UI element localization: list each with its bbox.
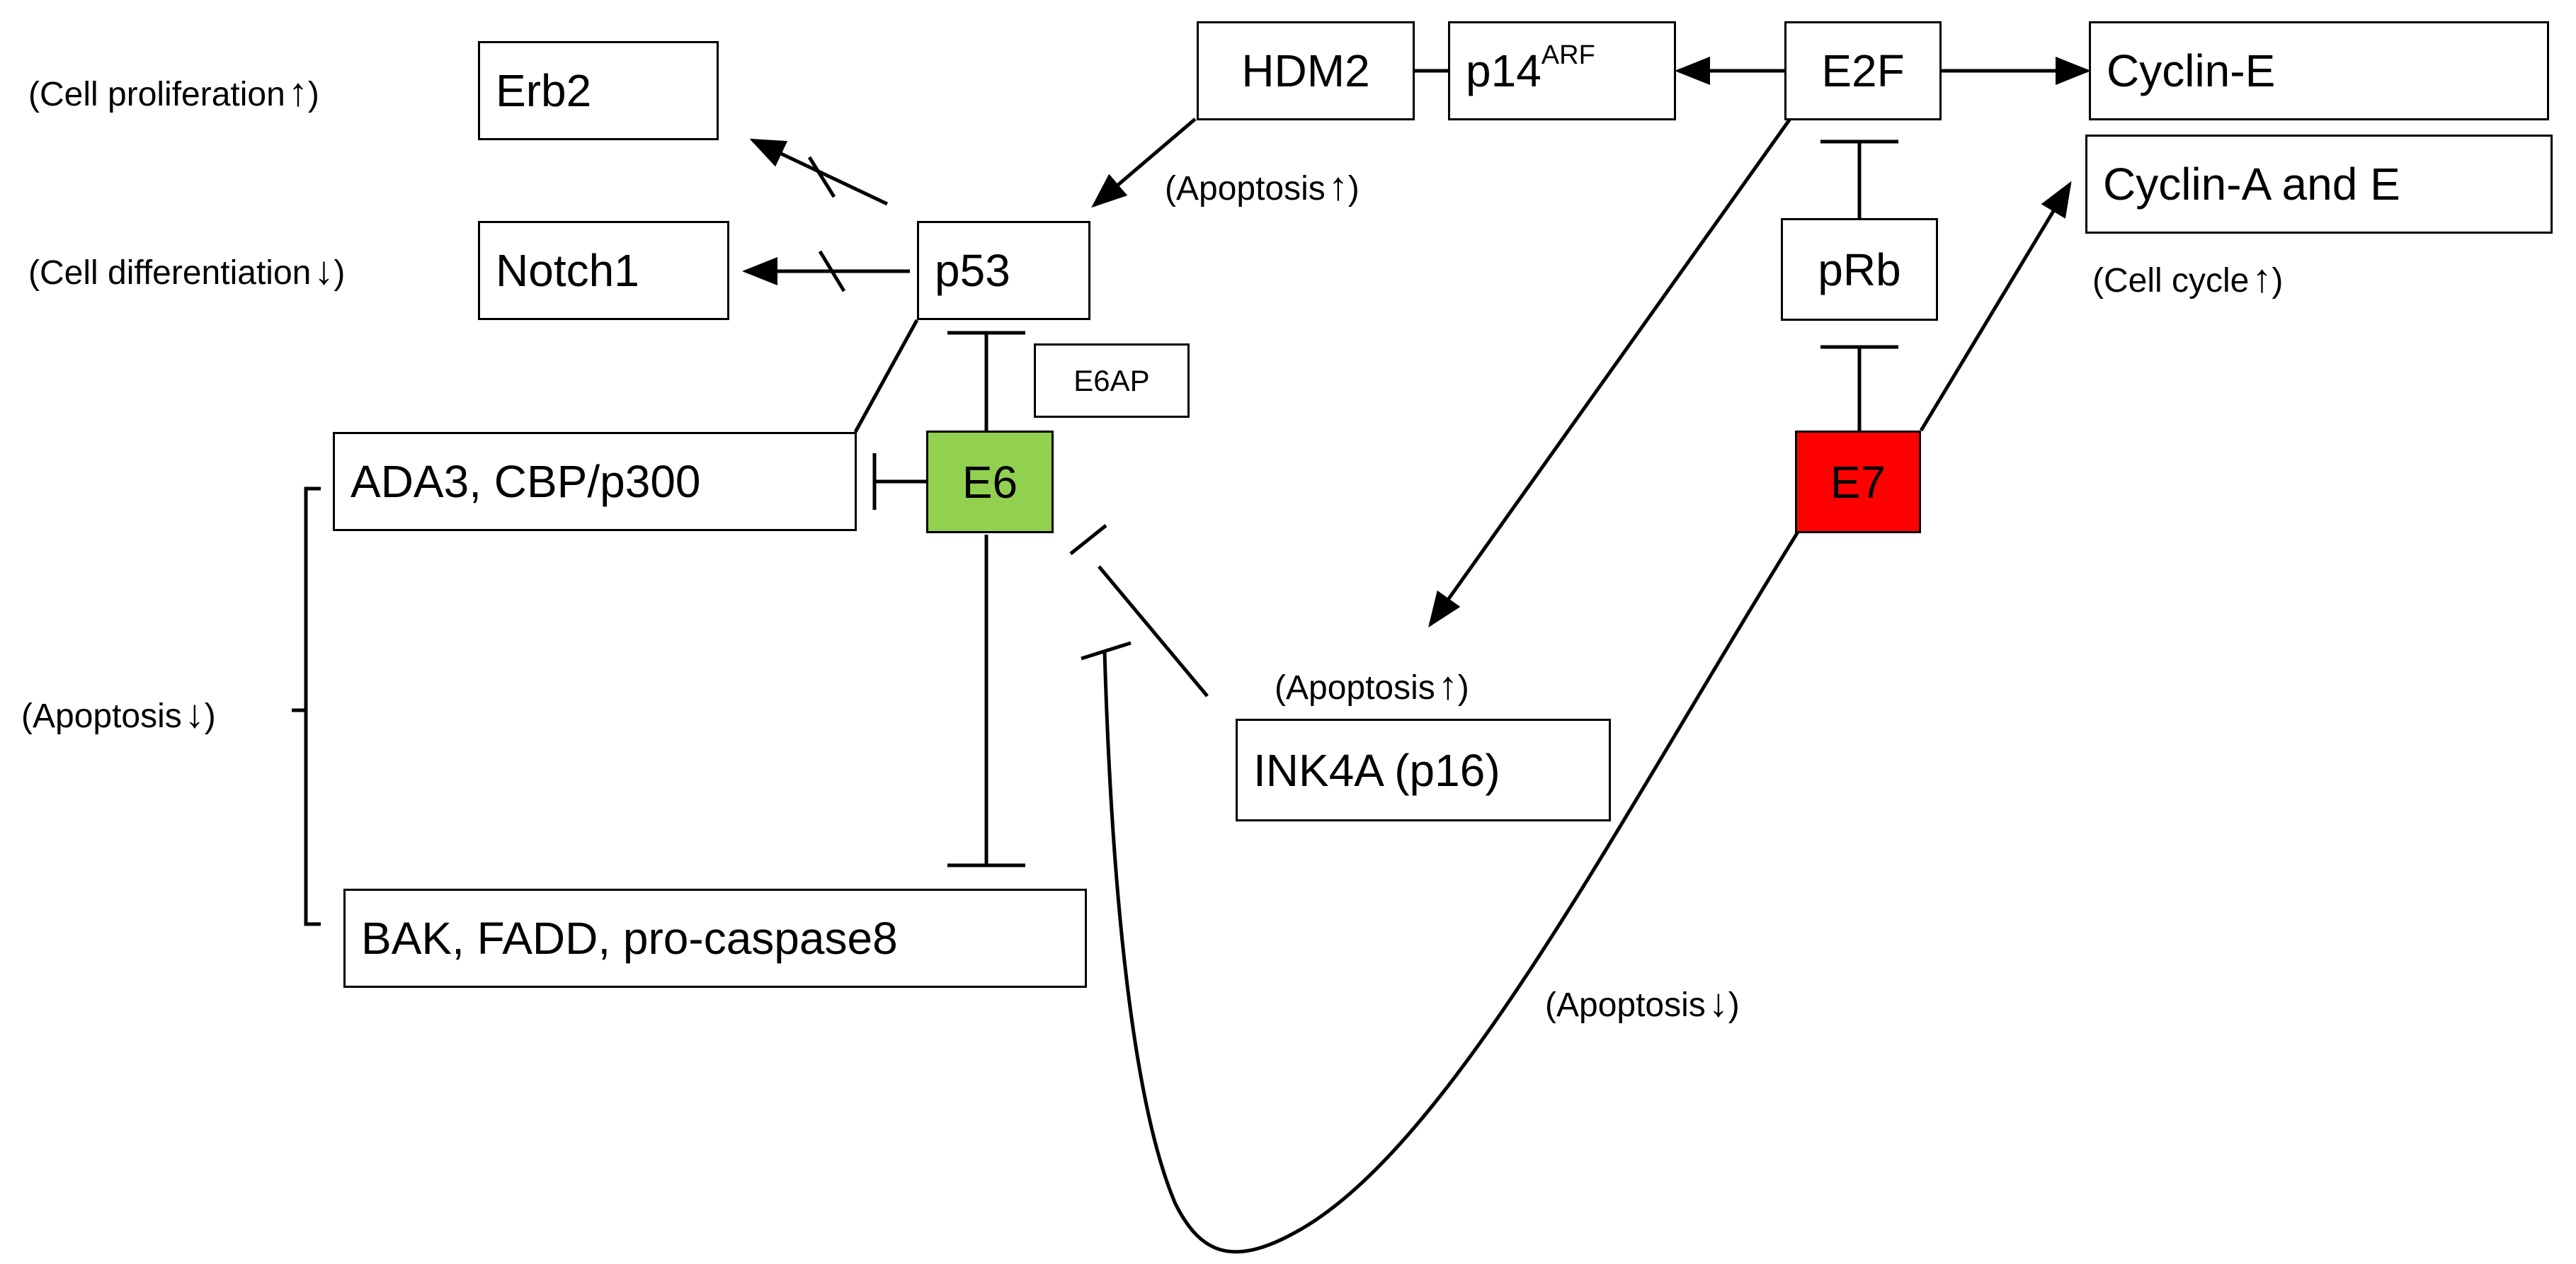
- edge-hdm2-p53: [1091, 118, 1197, 208]
- node-ink4a-label: INK4A (p16): [1253, 744, 1500, 796]
- up-arrow-icon: ↑: [2252, 256, 2272, 300]
- node-cyclin-ae-label: Cyclin-A and E: [2103, 159, 2400, 210]
- edge-e7-cyclin-ae: [1919, 181, 2072, 432]
- inhibit-bar-e7-e6: [1081, 641, 1132, 661]
- close-paren: ): [1347, 170, 1360, 207]
- close-paren: ): [204, 698, 216, 735]
- node-ink4a: INK4A (p16): [1236, 719, 1611, 821]
- note-apoptosis-e7: (Apoptosis↓): [1545, 983, 1740, 1023]
- note-apoptosis-ink4a: (Apoptosis↑): [1275, 666, 1469, 705]
- close-paren: ): [2272, 262, 2284, 300]
- inhibit-bar-ink4a-e6: [1069, 524, 1107, 555]
- down-arrow-icon: ↓: [314, 248, 334, 292]
- node-prb-label: pRb: [1818, 244, 1901, 295]
- node-e6: E6: [926, 431, 1054, 533]
- note-cell-cycle: (Cell cycle↑): [2092, 258, 2283, 298]
- close-paren: ): [1728, 986, 1740, 1024]
- node-e2f-label: E2F: [1821, 45, 1905, 96]
- node-hdm2-label: HDM2: [1241, 45, 1370, 96]
- node-e6-label: E6: [962, 456, 1018, 508]
- node-e6ap-label: E6AP: [1073, 363, 1150, 397]
- apoptosis-bracket: [304, 486, 321, 926]
- close-paren: ): [1457, 669, 1469, 707]
- node-prb: pRb: [1781, 218, 1938, 321]
- node-ada3-cbp-label: ADA3, CBP/p300: [351, 456, 701, 507]
- node-erb2-label: Erb2: [496, 65, 592, 116]
- down-arrow-icon: ↓: [1708, 980, 1728, 1025]
- note-apoptosis-ink4a-text: (Apoptosis: [1275, 669, 1435, 707]
- node-notch1: Notch1: [478, 221, 729, 320]
- note-cell-proliferation: (Cell proliferation↑): [28, 72, 319, 112]
- up-arrow-icon: ↑: [1437, 663, 1458, 707]
- down-arrow-icon: ↓: [184, 691, 205, 736]
- node-bak-fadd: BAK, FADD, pro-caspase8: [343, 889, 1087, 988]
- node-e7-label: E7: [1830, 456, 1886, 508]
- node-cyclin-e-label: Cyclin-E: [2107, 45, 2276, 96]
- node-p53-label: p53: [935, 245, 1010, 296]
- node-notch1-label: Notch1: [496, 245, 639, 296]
- node-hdm2: HDM2: [1197, 21, 1415, 120]
- node-ada3-cbp: ADA3, CBP/p300: [333, 432, 857, 531]
- note-apoptosis-left: (Apoptosis↓): [21, 694, 216, 734]
- note-cell-proliferation-text: (Cell proliferation: [28, 76, 285, 113]
- close-paren: ): [307, 76, 319, 113]
- note-cell-differentiation: (Cell differentiation↓): [28, 251, 345, 290]
- node-bak-fadd-label: BAK, FADD, pro-caspase8: [361, 913, 898, 964]
- node-e6ap: E6AP: [1034, 343, 1190, 418]
- edge-ink4a-e6: [1098, 565, 1209, 698]
- cross-mark-erb2: [807, 156, 836, 198]
- up-arrow-icon: ↑: [287, 69, 308, 114]
- note-apoptosis-left-text: (Apoptosis: [21, 698, 182, 735]
- note-cell-differentiation-text: (Cell differentiation: [28, 254, 312, 292]
- node-e2f: E2F: [1784, 21, 1942, 120]
- node-cyclin-ae: Cyclin-A and E: [2085, 135, 2553, 234]
- node-p14arf-superscript: ARF: [1541, 40, 1595, 70]
- edge-e7-e6-curve: [1102, 526, 1803, 1254]
- note-apoptosis-e7-text: (Apoptosis: [1545, 986, 1706, 1024]
- node-p14arf-label: p14: [1466, 45, 1541, 96]
- edge-p53-ada3: [853, 319, 919, 433]
- node-cyclin-e: Cyclin-E: [2089, 21, 2549, 120]
- edge-e2f-ink4a: [1428, 118, 1792, 628]
- note-apoptosis-hdm2: (Apoptosis↑): [1165, 166, 1360, 206]
- node-e7: E7: [1795, 431, 1921, 533]
- up-arrow-icon: ↑: [1328, 164, 1348, 208]
- node-erb2: Erb2: [478, 41, 719, 140]
- node-p53: p53: [917, 221, 1090, 320]
- note-cell-cycle-text: (Cell cycle: [2092, 262, 2250, 300]
- note-apoptosis-hdm2-text: (Apoptosis: [1165, 170, 1326, 207]
- close-paren: ): [334, 254, 346, 292]
- cross-mark-notch1: [818, 250, 846, 292]
